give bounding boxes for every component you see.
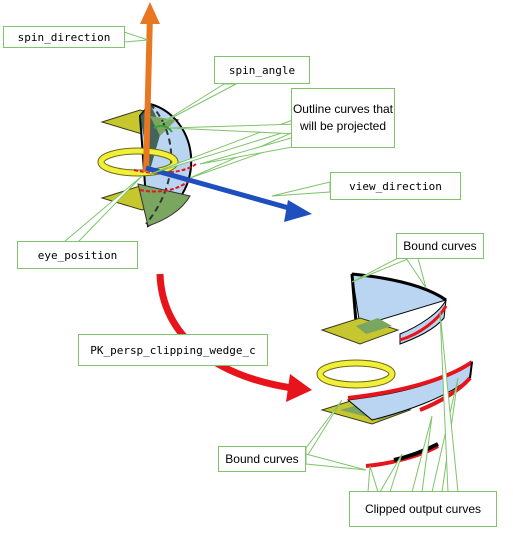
label-spin-angle: spin_angle	[214, 56, 310, 84]
yellow-ring-highlight	[98, 148, 178, 176]
spin-direction-axis	[143, 13, 153, 173]
leader-spin-angle	[159, 83, 237, 125]
view-direction-axis	[145, 165, 297, 213]
leader-eye-position	[62, 175, 143, 243]
spin-direction-arrowhead	[140, 2, 160, 24]
label-outline-curves: Outline curves that will be projected	[291, 88, 395, 148]
leader-bound-bottom-2	[305, 453, 367, 471]
callout-leaders	[62, 31, 459, 493]
clipped-yellow-ring-highlight	[317, 360, 395, 388]
clipped-bottom-strip-black	[393, 442, 439, 462]
clipped-top-plate	[320, 317, 400, 345]
label-view-direction: view_direction	[330, 172, 461, 200]
leader-spin-direction	[123, 31, 149, 43]
clipped-top-green	[356, 318, 392, 334]
wedge-green-section	[137, 183, 191, 227]
outline-curve-red	[133, 163, 197, 174]
leader-bound-bottom-1	[305, 399, 343, 460]
spin-angle-arc	[153, 124, 173, 133]
clipped-curve-red-upper	[347, 360, 474, 400]
input-wedge-figure	[97, 2, 312, 228]
leader-outline-2	[169, 123, 299, 135]
label-eye-position: eye_position	[17, 241, 138, 269]
clipped-band-edge	[469, 361, 473, 379]
label-bound-curves-top: Bound curves	[396, 233, 484, 259]
label-function-name: PK_persp_clipping_wedge_c	[78, 334, 268, 366]
clipped-side-band	[399, 299, 447, 345]
outline-dashed-curve	[145, 103, 173, 225]
bound-curve-side-red	[399, 305, 448, 342]
leader-clipped-1	[379, 453, 403, 493]
leader-view-direction	[271, 181, 331, 197]
label-clipped-output-curves: Clipped output curves	[349, 491, 497, 527]
leader-clipped-5	[367, 465, 379, 493]
view-direction-arrowhead	[284, 200, 312, 222]
label-bound-curves-bottom: Bound curves	[218, 446, 306, 472]
outline-curve-red-2	[139, 179, 191, 193]
label-spin-direction: spin_direction	[3, 26, 125, 48]
